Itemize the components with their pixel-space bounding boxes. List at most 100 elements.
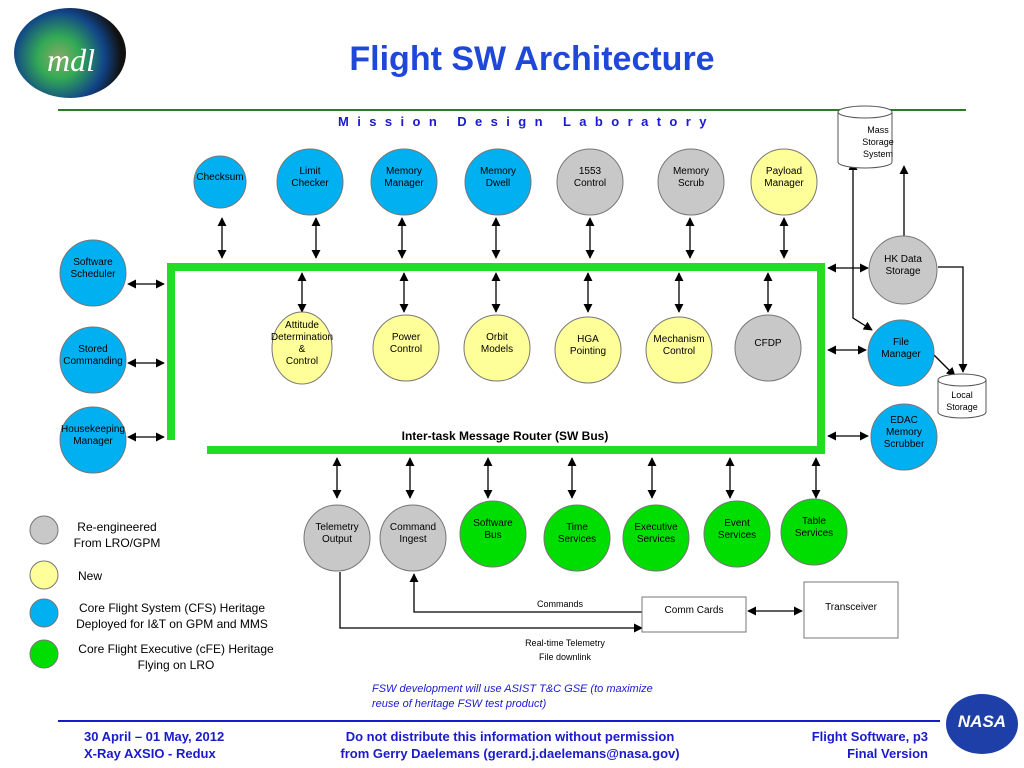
page-title: Flight SW Architecture <box>349 40 715 78</box>
mdl-logo-text: mdl <box>47 42 95 78</box>
node-label-line: Pointing <box>569 346 607 357</box>
footer-date: 30 April – 01 May, 2012 <box>84 729 225 744</box>
transceiver-label: Transceiver <box>825 602 877 613</box>
mass-storage-line: System <box>862 149 893 159</box>
node-time <box>543 504 611 572</box>
node-label-line: Control <box>573 178 607 189</box>
node-exec <box>622 504 690 572</box>
mdl-logo <box>14 8 126 98</box>
node-edac <box>870 403 938 471</box>
node-label-line: Services <box>717 530 757 541</box>
node-label-line: HK Data <box>884 254 922 265</box>
mass-storage <box>837 105 893 169</box>
telem-to-comm <box>339 572 643 633</box>
node-label-checksum: Checksum <box>189 172 251 184</box>
local-storage-line: Storage <box>946 402 978 412</box>
node-label-line: HGA <box>577 334 599 345</box>
node-memdwell <box>464 148 532 216</box>
local-storage-line: Local <box>951 390 973 400</box>
node-label-line: Checker <box>291 178 329 189</box>
node-label-line: Scheduler <box>70 269 116 280</box>
node-table <box>780 498 848 566</box>
legend-dot-blue <box>29 598 59 628</box>
node-memscrub <box>657 148 725 216</box>
comm-cards-box <box>641 596 747 633</box>
node-label-line: Manager <box>764 178 804 189</box>
node-hkdata <box>868 235 938 305</box>
legend-dot-green <box>29 639 59 669</box>
legend-line: New <box>77 569 102 583</box>
node-filemgr <box>867 319 935 387</box>
node-label-line: Memory <box>672 166 710 177</box>
legend-line: Core Flight Executive (cFE) Heritage <box>78 642 274 656</box>
node-hk <box>59 406 127 474</box>
node-label-line: Housekeeping <box>61 424 125 435</box>
mass-storage-label: Mass Storage System <box>838 124 918 160</box>
node-label-line: Storage <box>885 266 921 277</box>
node-label-line: Command <box>389 522 437 533</box>
legend-gray-text: Re-engineered From LRO/GPM <box>62 519 172 551</box>
local-storage-top <box>937 373 987 387</box>
legend-blue-text: Core Flight System (CFS) Heritage Deploy… <box>62 600 282 632</box>
node-label-line: 1553 <box>578 166 602 177</box>
legend-yellow-text: New <box>62 568 118 584</box>
mass-to-file <box>848 161 873 331</box>
node-label-line: File <box>892 337 910 348</box>
node-label-line: Scrubber <box>883 439 925 450</box>
comm-cards-label: Comm Cards <box>664 605 724 616</box>
node-label-line: Executive <box>634 522 678 533</box>
mass-storage-body <box>837 112 893 169</box>
node-label-line: Payload <box>765 166 803 177</box>
node-memmgr <box>370 148 438 216</box>
legend-line: Flying on LRO <box>137 658 215 672</box>
nasa-logo <box>946 694 1018 754</box>
node-orbit <box>463 314 531 382</box>
legend-dot-yellow <box>29 560 59 590</box>
commands-label: Commands <box>536 599 583 609</box>
bus-label: Inter-task Message Router (SW Bus) <box>401 429 609 443</box>
node-label-line: Orbit <box>486 332 508 343</box>
lab-subtitle: Mission Design Laboratory <box>338 114 715 129</box>
node-label-line: Services <box>636 534 676 545</box>
node-label-line: Determination <box>270 332 334 343</box>
node-telem <box>303 504 371 572</box>
mass-storage-line: Mass <box>867 125 889 135</box>
footer-page: Flight Software, p3 <box>811 729 928 744</box>
node-label-line: Memory <box>885 427 923 438</box>
node-event <box>703 500 771 568</box>
local-storage-body <box>937 380 987 419</box>
node-power <box>372 314 440 382</box>
legend-line: Re-engineered <box>77 520 157 534</box>
node-label-line: Memory <box>385 166 423 177</box>
legend-green-text: Core Flight Executive (cFE) Heritage Fly… <box>62 641 290 673</box>
node-label-line: Attitude <box>285 320 319 331</box>
node-label-line: Table <box>802 516 826 527</box>
transceiver-box <box>803 581 899 639</box>
node-label-line: Manager <box>73 436 113 447</box>
hk-to-local <box>938 266 968 373</box>
node-payload <box>750 148 818 216</box>
node-cfdp <box>734 314 802 382</box>
mass-storage-top <box>837 105 893 119</box>
node-limit <box>276 148 344 216</box>
node-label-line: Telemetry <box>315 522 359 533</box>
footer-contact: from Gerry Daelemans (gerard.j.daelemans… <box>340 746 680 761</box>
node-label-line: Time <box>566 522 588 533</box>
node-c1553 <box>556 148 624 216</box>
